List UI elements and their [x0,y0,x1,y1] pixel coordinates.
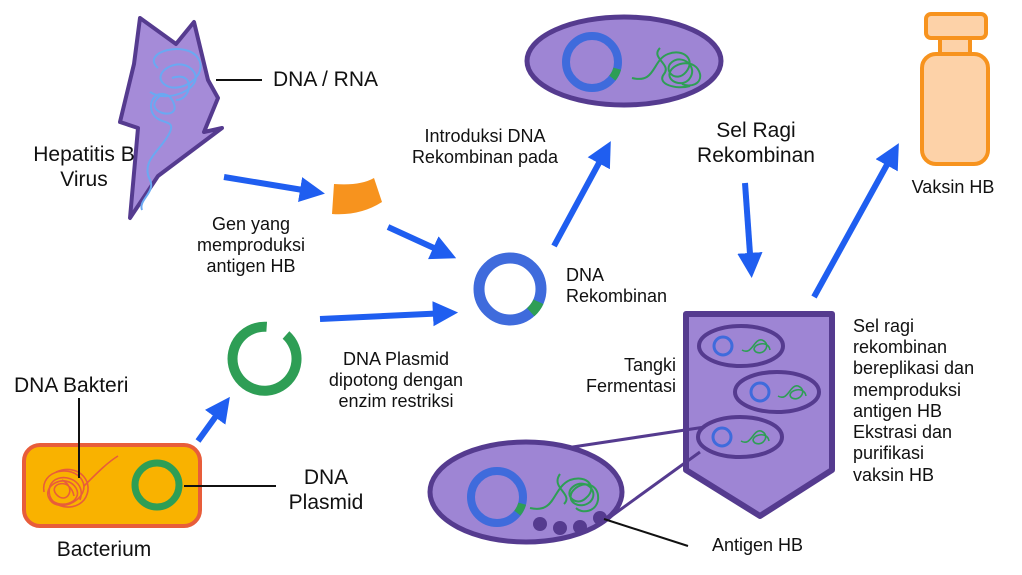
hb-vaccine-label: Vaksin HB [911,177,995,197]
arrow-virus-to-gene [223,174,325,202]
arrow-bacterium-to-plasmid [195,396,230,443]
tank-cell-2 [733,370,821,414]
fermentation-tank [683,311,835,519]
dna-rna-label: DNA / RNA [273,68,379,91]
arrow-plasmid-to-recombinant [319,301,459,327]
hepatitis-b-virus [118,16,224,220]
plasmid-dna-label: DNA Plasmid [288,466,364,514]
antigen-pointer [603,518,689,547]
fermentation-tank-label: Tangki Fermentasi [585,355,676,397]
process-steps-label: Sel ragi rekombinan bereplikasi dan memp… [853,316,975,485]
process-arrows [195,141,899,443]
cut-plasmid-ring [227,321,302,396]
hepatitis-b-virus-label: Hepatitis B Virus [33,143,135,191]
zoomed-gene-coil [529,473,600,513]
bacterial-chromosome [43,455,119,508]
recombinant-yeast-cell [524,14,724,108]
bacterial-dna-label: DNA Bakteri [14,374,129,397]
viral-dna-strand [140,48,202,211]
recombinant-dna-label: DNA Rekombinan [566,265,668,307]
zoom-line-bottom [605,450,701,522]
bacterium-label: Bacterium [56,538,152,561]
vaccine-vial [920,12,990,166]
hb-antigen-label: Antigen HB [712,535,804,555]
tank-cell-3 [696,415,784,459]
antigen-gene-label: Gen yang memproduksi antigen HB [196,214,306,277]
arrow-yeast-to-tank [737,182,763,279]
dna-introduction-label: Introduksi DNA Rekombinan pada [411,126,559,168]
hb-antigen-particles [533,511,607,535]
arrow-tank-to-vaccine [811,143,899,299]
tank-cell-1 [697,324,785,368]
arrow-recombinant-to-yeast [551,141,611,248]
bacterial-plasmid [131,459,183,511]
arrow-gene-to-recombinant [386,224,457,260]
antigen-gene-fragment [332,178,382,215]
zoomed-yeast-cell [427,439,625,545]
recombinant-dna-ring [473,252,547,326]
yeast-gene-coil [631,47,702,89]
recombinant-yeast-label: Sel Ragi Rekombinan [697,119,815,167]
zoom-line-top [565,425,706,450]
bacterium-cell [22,443,202,528]
plasmid-cut-label: DNA Plasmid dipotong dengan enzim restri… [328,349,464,412]
